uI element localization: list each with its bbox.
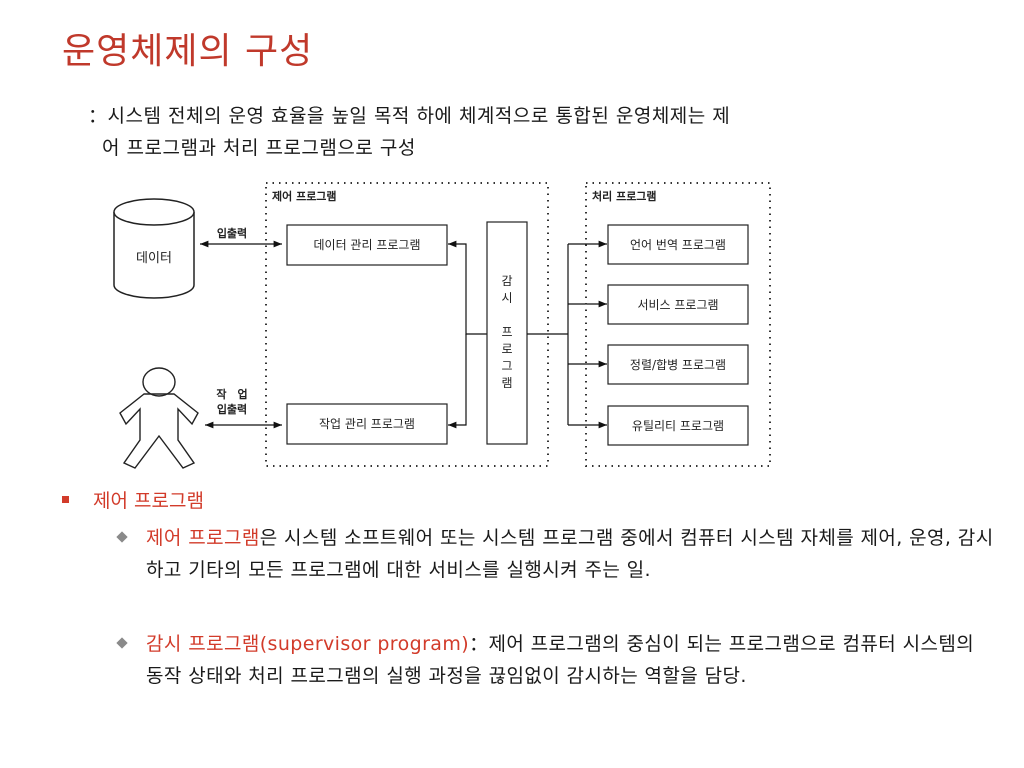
page-title: 운영체제의 구성 [62,31,314,72]
process-item-label: 언어 번역 프로그램 [630,238,726,252]
job-management-box [286,403,448,445]
process-program-label: 처리 프로그램 [592,189,657,203]
supervisor-char-3: 프 [501,325,512,339]
supervisor-char-6: 램 [501,376,512,390]
io-label: 입출력 [217,226,247,240]
process-item-box [607,344,749,385]
bullet-main-label: 제어 프로그램 [93,490,204,512]
job-management-label: 작업 관리 프로그램 [319,417,415,431]
process-item-box [607,284,749,325]
sub-bullet-text: 은 시스템 소프트웨어 또는 시스템 프로그램 중에서 컴퓨터 시스템 자체를 … [146,527,994,581]
job-label-line2: 입출력 [217,402,247,416]
supervisor-char-4: 로 [501,342,512,356]
sub-bullet-supervisor: 감시 프로그램(supervisor program)：제어 프로그램의 중심이… [116,628,998,692]
bullet-main: 제어 프로그램 [62,486,204,513]
data-management-label: 데이터 관리 프로그램 [314,238,421,252]
control-program-group [265,182,549,467]
data-store-label: 데이터 [136,251,172,266]
sub-bullet-highlight: 감시 프로그램(supervisor program) [146,633,470,655]
process-item-label: 정렬/합병 프로그램 [630,358,726,372]
supervisor-char-1: 감 [501,274,512,288]
intro-line-2: 어 프로그램과 처리 프로그램으로 구성 [102,137,416,159]
supervisor-char-2: 시 [501,291,512,305]
process-item-box [607,224,749,265]
control-program-label: 제어 프로그램 [272,189,337,203]
process-item-label: 유틸리티 프로그램 [632,419,724,433]
supervisor-char-5: 그 [501,359,512,373]
job-label-line1: 작 업 [216,387,247,401]
person-figure [119,367,199,469]
sub-bullet-control: 제어 프로그램은 시스템 소프트웨어 또는 시스템 프로그램 중에서 컴퓨터 시… [116,522,998,586]
data-store-cylinder: 데이터 [113,198,195,299]
sub-bullet-text: ：제어 프로그램의 중심이 되는 프로그램으로 컴퓨터 시스템의 동작 상태와 … [146,633,975,687]
process-program-group [585,182,771,467]
square-bullet-icon [62,496,69,503]
intro-text: ：시스템 전체의 운영 효율을 높일 목적 하에 체계적으로 통합된 운영체제는… [88,100,988,164]
process-item-box [607,405,749,446]
supervisor-program-box [486,221,528,445]
data-management-box [286,224,448,266]
intro-line-1: ：시스템 전체의 운영 효율을 높일 목적 하에 체계적으로 통합된 운영체제는… [88,105,731,127]
process-item-label: 서비스 프로그램 [637,298,718,312]
sub-bullet-highlight: 제어 프로그램 [146,527,260,549]
